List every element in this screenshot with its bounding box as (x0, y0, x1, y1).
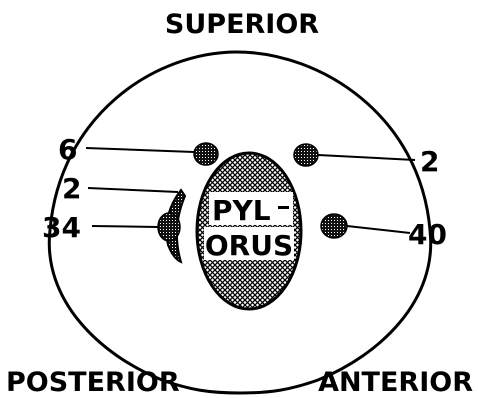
leader-upper-left (86, 148, 194, 152)
leader-lower-left (92, 226, 158, 227)
label-superior: SUPERIOR (165, 9, 319, 40)
label-pylorus-line1: PYL (212, 194, 271, 227)
count-lower-right: 40 (408, 218, 447, 251)
count-lower-left: 34 (42, 211, 81, 244)
node-upper-left (194, 143, 218, 165)
leader-mid-left (88, 188, 178, 192)
node-lower-right (321, 214, 347, 238)
label-pylorus-line2: ORUS (205, 229, 293, 262)
count-mid-left: 2 (62, 172, 81, 205)
leader-lower-right (347, 226, 410, 233)
node-lower-left (158, 213, 180, 241)
leader-upper-right (318, 155, 415, 160)
pylorus-hyphen (278, 206, 289, 209)
count-upper-right: 2 (420, 145, 439, 178)
label-posterior: POSTERIOR (6, 367, 180, 398)
node-upper-right (294, 144, 318, 166)
label-anterior: ANTERIOR (318, 367, 473, 398)
count-upper-left: 6 (58, 133, 77, 166)
